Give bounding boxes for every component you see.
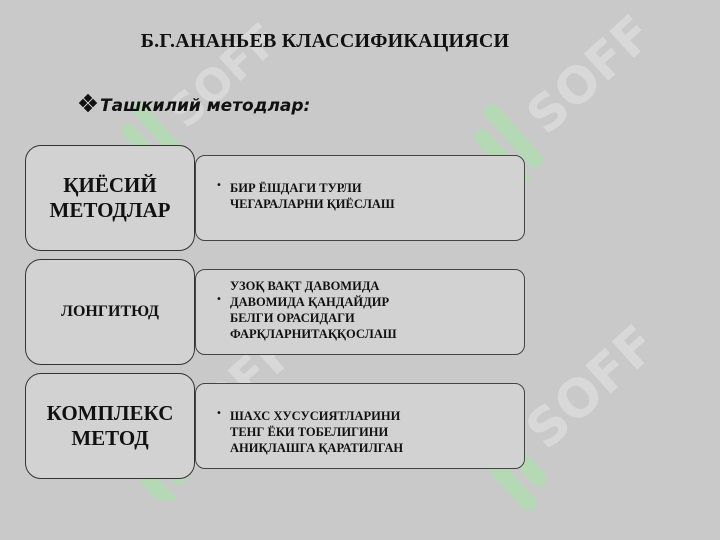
diamond-bullet-icon <box>78 93 98 113</box>
method-label: ҚИЁСИЙ МЕТОДЛАР <box>25 145 195 251</box>
method-description-box: • БИР ЁШДАГИ ТУРЛИ ЧЕГАРАЛАРНИ ҚИЁСЛАШ <box>195 155 525 241</box>
method-description-box: • УЗОҚ ВАҚТ ДАВОМИДА ДАВОМИДА ҚАНДАЙДИР … <box>195 269 525 355</box>
subtitle: Ташкилий методлар: <box>78 93 311 116</box>
method-description-box: • ШАХС ХУСУСИЯТЛАРИНИ ТЕНГ ЁКИ ТОБЕЛИГИН… <box>195 383 525 469</box>
method-label: КОМПЛЕКС МЕТОД <box>25 373 195 479</box>
method-label: ЛОНГИТЮД <box>25 259 195 365</box>
method-description: БИР ЁШДАГИ ТУРЛИ ЧЕГАРАЛАРНИ ҚИЁСЛАШ <box>230 181 395 211</box>
method-description: УЗОҚ ВАҚТ ДАВОМИДА ДАВОМИДА ҚАНДАЙДИР БЕ… <box>230 279 397 341</box>
method-description: ШАХС ХУСУСИЯТЛАРИНИ ТЕНГ ЁКИ ТОБЕЛИГИНИ … <box>230 409 404 455</box>
bullet-icon: • <box>216 180 222 191</box>
method-row-longitudinal: • УЗОҚ ВАҚТ ДАВОМИДА ДАВОМИДА ҚАНДАЙДИР … <box>25 259 525 367</box>
svg-text:SOFF: SOFF <box>515 314 665 461</box>
slide-title: Б.Г.АНАНЬЕВ КЛАССИФИКАЦИЯСИ <box>140 30 510 52</box>
method-row-comparative: • БИР ЁШДАГИ ТУРЛИ ЧЕГАРАЛАРНИ ҚИЁСЛАШ Қ… <box>25 145 525 253</box>
bullet-icon: • <box>216 294 222 305</box>
method-row-complex: • ШАХС ХУСУСИЯТЛАРИНИ ТЕНГ ЁКИ ТОБЕЛИГИН… <box>25 373 525 481</box>
bullet-icon: • <box>216 408 222 419</box>
subtitle-text: Ташкилий методлар: <box>100 96 311 116</box>
